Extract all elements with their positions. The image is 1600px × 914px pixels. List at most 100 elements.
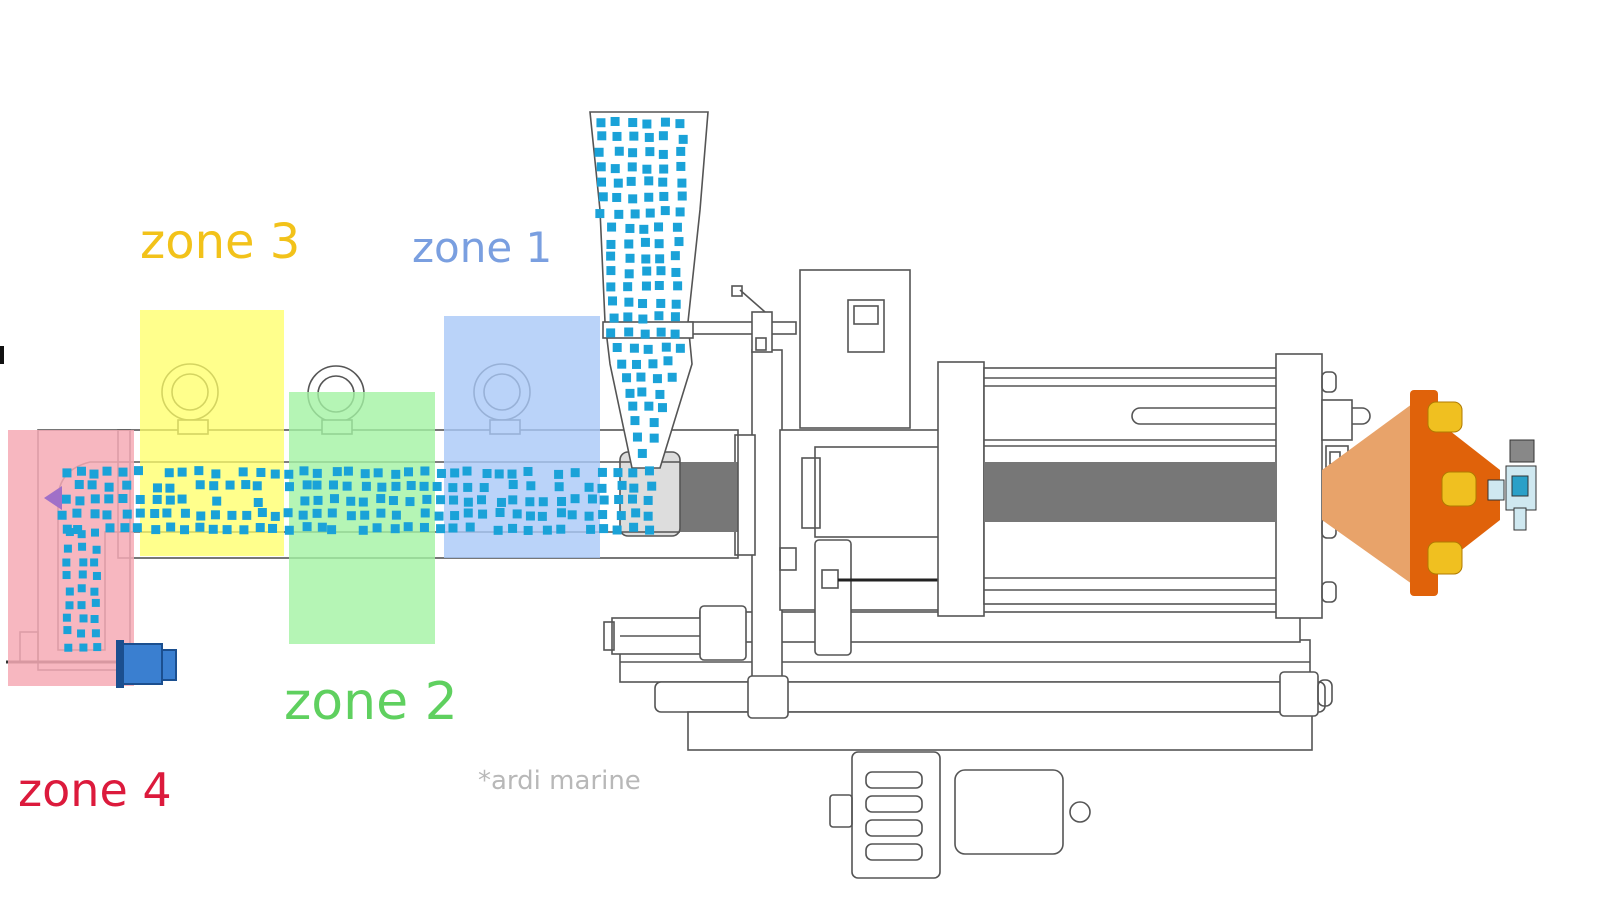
granule bbox=[165, 495, 175, 505]
granule bbox=[390, 524, 400, 534]
granule bbox=[346, 511, 356, 521]
granule bbox=[672, 222, 682, 232]
granule bbox=[670, 251, 680, 261]
granule bbox=[628, 148, 638, 158]
granule bbox=[628, 194, 638, 204]
granule bbox=[671, 267, 681, 277]
granule bbox=[608, 296, 618, 306]
granule bbox=[632, 359, 642, 369]
granule bbox=[118, 467, 128, 477]
granule bbox=[661, 342, 671, 352]
granule bbox=[252, 481, 262, 491]
granule bbox=[449, 495, 459, 505]
granule bbox=[210, 510, 220, 520]
granule bbox=[627, 494, 637, 504]
actuator-icon bbox=[116, 640, 177, 688]
granule bbox=[645, 147, 655, 157]
granule bbox=[327, 525, 337, 535]
granule bbox=[225, 480, 235, 490]
granule bbox=[630, 416, 640, 426]
granule bbox=[63, 544, 72, 553]
granule bbox=[584, 511, 594, 521]
plastic-granules bbox=[57, 116, 688, 652]
granule bbox=[607, 222, 617, 232]
granule bbox=[403, 522, 413, 532]
granule bbox=[660, 206, 670, 216]
granule bbox=[420, 508, 430, 518]
granule bbox=[654, 239, 664, 249]
granule bbox=[642, 164, 652, 174]
granule bbox=[376, 494, 386, 504]
granule bbox=[62, 558, 71, 567]
granule bbox=[629, 131, 639, 141]
granule bbox=[135, 494, 145, 504]
granule bbox=[629, 483, 639, 493]
granule bbox=[637, 448, 647, 458]
granule bbox=[404, 467, 414, 477]
granule bbox=[496, 497, 506, 507]
granule bbox=[630, 209, 640, 219]
granule bbox=[327, 508, 337, 518]
granule bbox=[376, 508, 386, 518]
granule bbox=[195, 480, 205, 490]
granule bbox=[508, 480, 518, 490]
granule bbox=[625, 223, 635, 233]
granule bbox=[90, 509, 100, 519]
granule bbox=[644, 192, 654, 202]
granule bbox=[606, 328, 616, 338]
granule bbox=[61, 494, 71, 504]
granule bbox=[196, 511, 206, 521]
granule bbox=[614, 209, 624, 219]
granule bbox=[660, 117, 670, 127]
granule bbox=[526, 481, 536, 491]
granule bbox=[78, 542, 87, 551]
granule bbox=[641, 281, 651, 291]
granule bbox=[658, 149, 668, 159]
granule bbox=[239, 525, 249, 535]
granule bbox=[642, 119, 652, 129]
granule bbox=[358, 497, 368, 507]
zone-3-label: zone 3 bbox=[140, 214, 301, 270]
granule bbox=[647, 481, 657, 491]
arrow-icon bbox=[44, 486, 62, 510]
granule bbox=[623, 282, 633, 292]
granule bbox=[194, 466, 204, 476]
granule bbox=[538, 497, 548, 507]
granule bbox=[642, 266, 652, 276]
granule bbox=[343, 466, 353, 476]
granule bbox=[649, 433, 659, 443]
granule bbox=[75, 496, 85, 506]
granule bbox=[508, 523, 518, 533]
granule bbox=[570, 494, 580, 504]
granule bbox=[512, 509, 522, 519]
granule bbox=[420, 466, 430, 476]
granule bbox=[87, 480, 97, 490]
granule bbox=[361, 481, 371, 491]
granule bbox=[656, 327, 666, 337]
granule bbox=[90, 494, 100, 504]
granule bbox=[624, 239, 634, 249]
granule bbox=[463, 482, 473, 492]
granule bbox=[391, 469, 401, 479]
granule bbox=[257, 508, 267, 518]
granule bbox=[676, 161, 686, 171]
granule bbox=[209, 481, 219, 491]
granule bbox=[628, 401, 638, 411]
credit-text: *ardi marine bbox=[478, 766, 641, 796]
granule bbox=[222, 525, 232, 535]
granule bbox=[391, 481, 401, 491]
granule bbox=[596, 162, 606, 172]
granule bbox=[523, 525, 533, 535]
granule bbox=[65, 587, 74, 596]
granule bbox=[63, 626, 72, 635]
granule bbox=[613, 178, 623, 188]
granule bbox=[655, 254, 665, 264]
granule bbox=[312, 468, 322, 478]
granule bbox=[92, 571, 101, 580]
granule bbox=[479, 483, 489, 493]
granule bbox=[391, 510, 401, 520]
granule bbox=[671, 299, 681, 309]
granule bbox=[422, 494, 432, 504]
zone-2-label: zone 2 bbox=[284, 672, 458, 732]
granule bbox=[649, 418, 659, 428]
